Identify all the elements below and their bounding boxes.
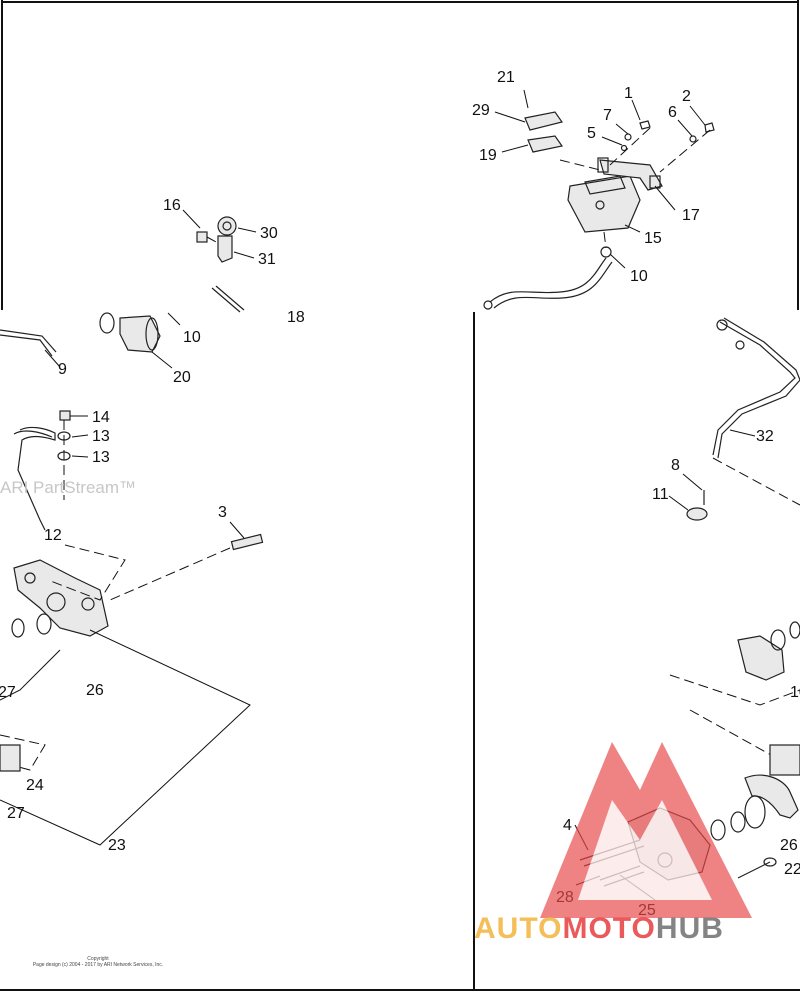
callout: 26 (780, 837, 798, 854)
callout: 12 (44, 527, 62, 544)
callout: 21 (497, 69, 515, 86)
logo-triangle-icon (540, 742, 752, 918)
callout: 18 (287, 309, 305, 326)
callout: 30 (260, 225, 278, 242)
bracket-assembly (483, 111, 715, 310)
left-panel-parts (0, 312, 264, 846)
callout: 22 (784, 861, 800, 878)
callout: 27 (0, 684, 16, 701)
callout: 1 (624, 85, 633, 102)
callout: 3 (218, 504, 227, 521)
callout: 31 (258, 251, 276, 268)
callout: 15 (644, 230, 662, 247)
watermark-text: ARI PartStream™ (0, 478, 137, 497)
callout: 10 (630, 268, 648, 285)
logo-part: HUB (655, 912, 724, 945)
copyright-notice: Copyright Page design (c) 2004 - 2017 by… (8, 956, 188, 968)
callout: 17 (682, 207, 700, 224)
callout: 16 (163, 197, 181, 214)
callout: 13 (92, 449, 110, 466)
site-logo: AUTOMOTOHUB (474, 912, 724, 946)
callout: 5 (587, 125, 596, 142)
callout: 14 (92, 409, 110, 426)
callout: 10 (790, 684, 800, 701)
logo-part: MOTO (562, 912, 656, 945)
upper-frame (1, 0, 799, 310)
callout: 23 (108, 837, 126, 854)
callout: 10 (183, 329, 201, 346)
callout: 29 (472, 102, 490, 119)
callout: 20 (173, 369, 191, 386)
callout: 6 (668, 104, 677, 121)
copyright-line1: Copyright (87, 956, 109, 962)
logo-part: AUTO (474, 912, 563, 945)
callout-labels: 21 1 2 29 7 5 6 19 17 16 30 15 31 10 18 … (0, 69, 800, 919)
callout: 24 (26, 777, 44, 794)
callout: 26 (86, 682, 104, 699)
callout: 4 (563, 817, 572, 834)
callout: 9 (58, 361, 67, 378)
copyright-line2: Page design (c) 2004 - 2017 by ARI Netwo… (32, 962, 164, 968)
callout: 13 (92, 428, 110, 445)
callout: 32 (756, 428, 774, 445)
callout: 19 (479, 147, 497, 164)
fitting-assembly (196, 216, 245, 313)
callout: 7 (603, 107, 612, 124)
callout: 27 (7, 805, 25, 822)
callout: 8 (671, 457, 680, 474)
callout: 2 (682, 88, 691, 105)
callout: 11 (652, 486, 669, 503)
